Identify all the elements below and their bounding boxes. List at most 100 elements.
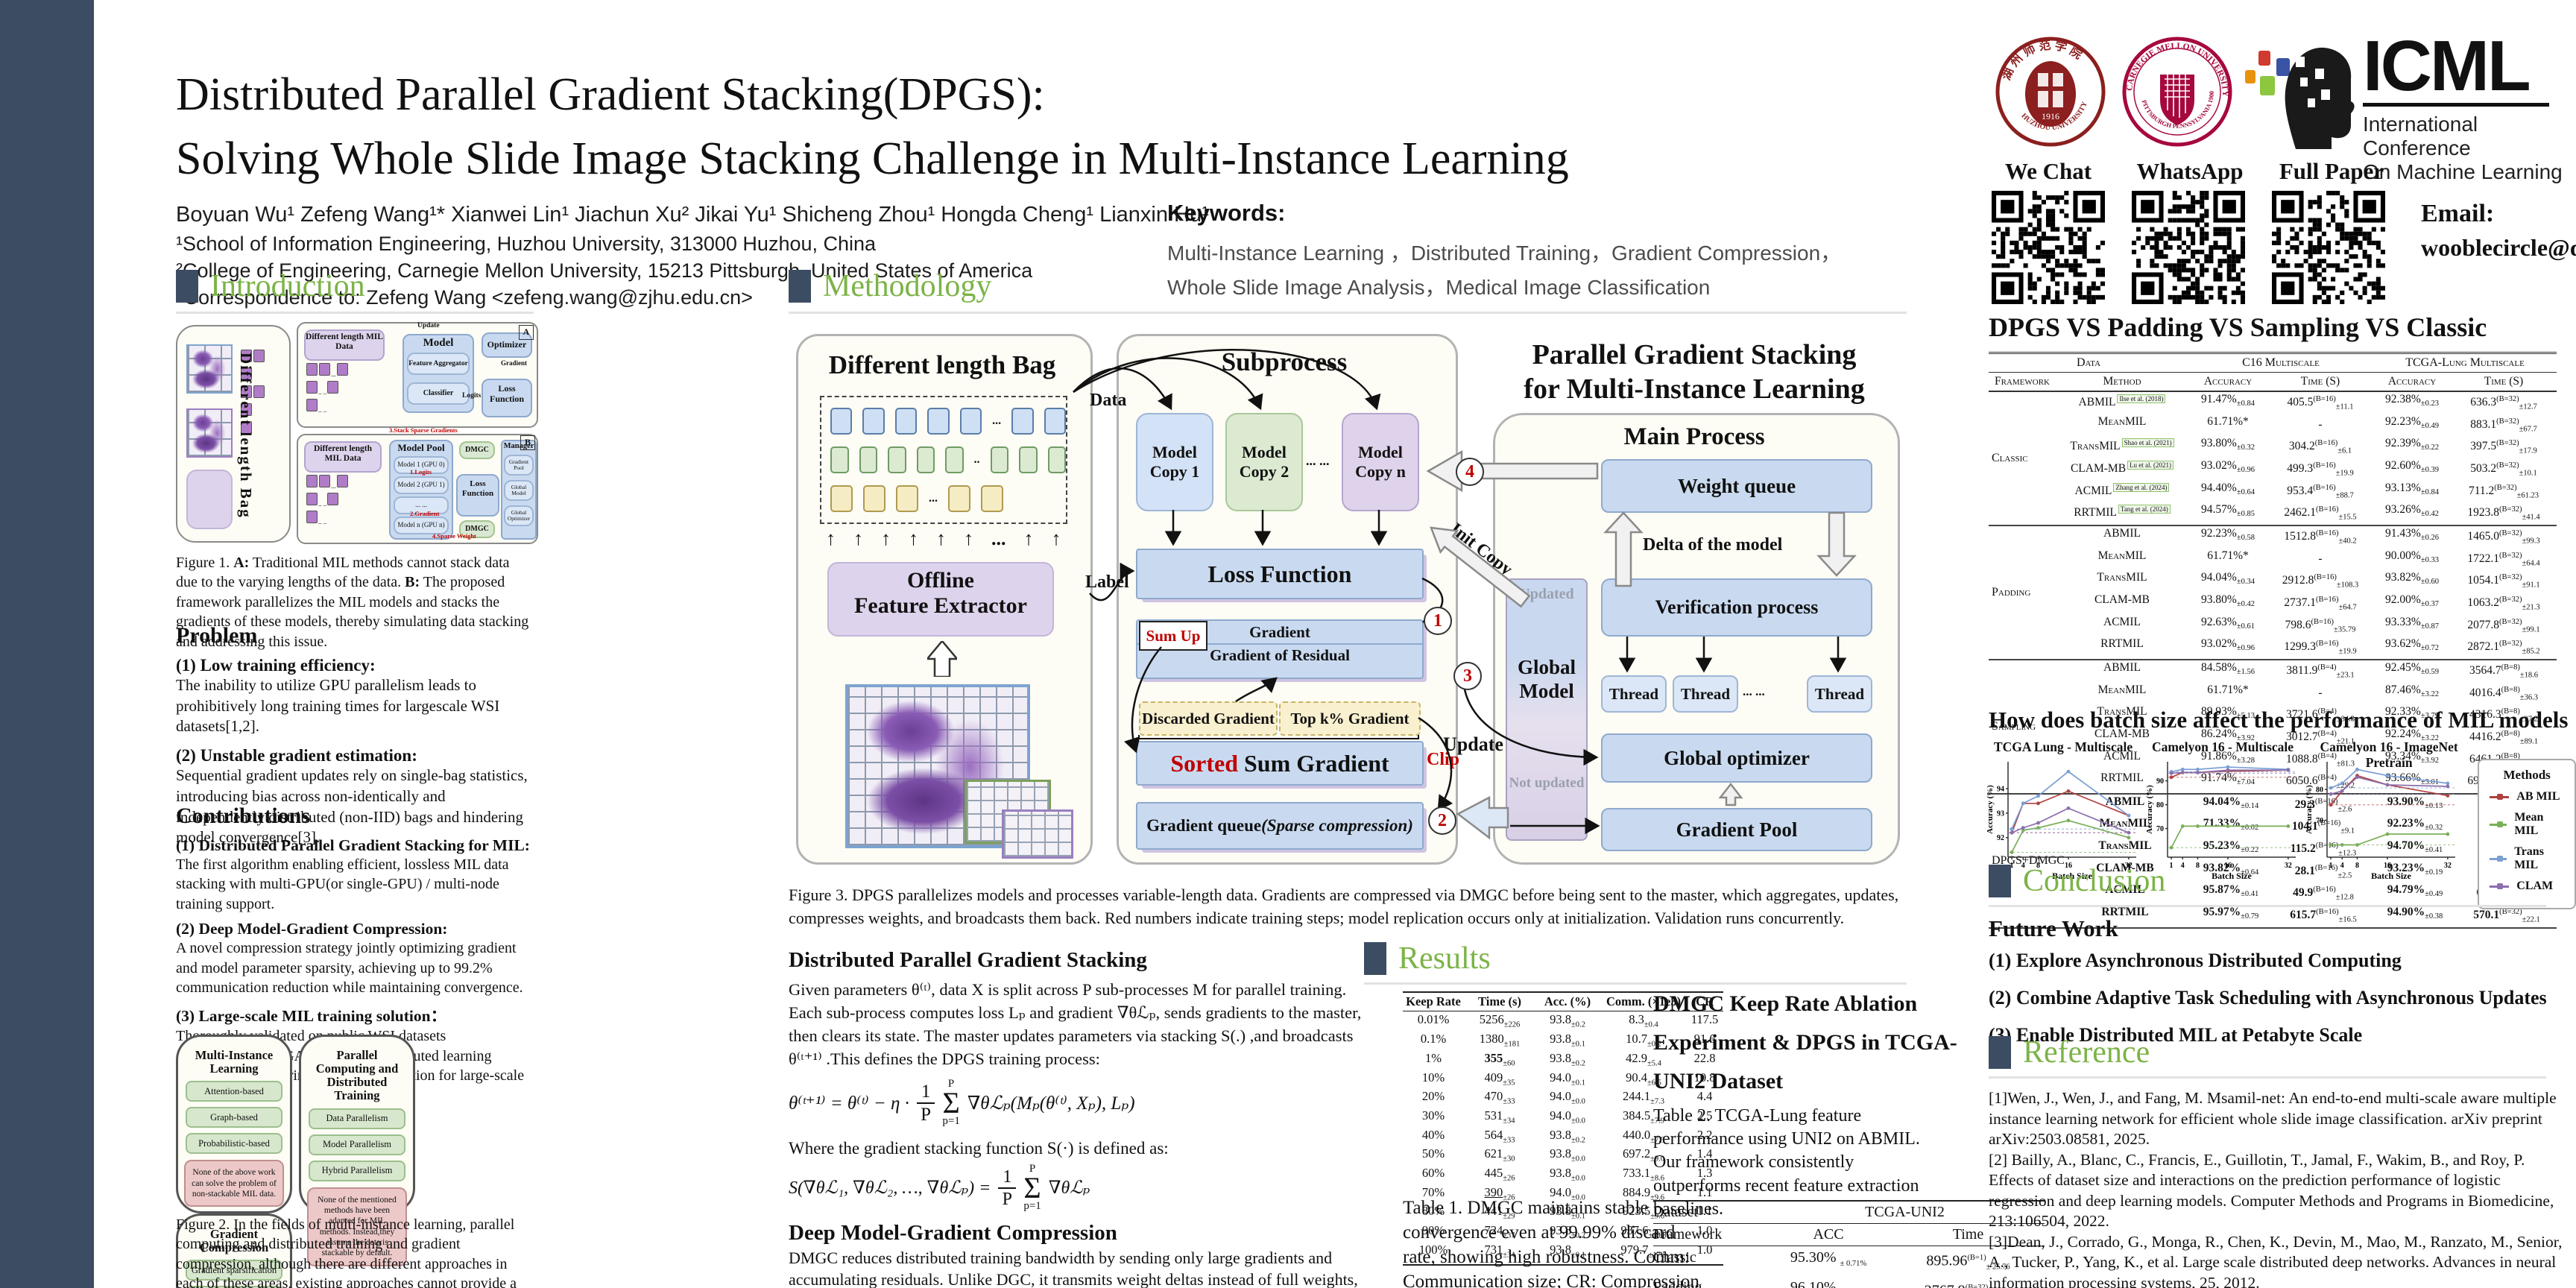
gradient-queue-stack: Gradient queue(Sparse compression) <box>1136 802 1427 853</box>
limitation-note: None of the mentioned methods have been … <box>307 1187 407 1266</box>
svg-text:80: 80 <box>2316 786 2323 795</box>
contributions-title: Contributions <box>176 804 311 828</box>
section-marker <box>176 270 198 303</box>
comm-cell: 733.1±8.6 <box>1622 1166 1664 1183</box>
fullpaper-qr-code <box>2272 191 2385 304</box>
ablation-heading-2: Experiment & DPGS in TCGA- <box>1653 1030 1957 1055</box>
legend-title: Methods <box>2503 768 2551 782</box>
svg-text:16: 16 <box>2065 862 2072 870</box>
future-work-item: (3) Enable Distributed MIL at Petabyte S… <box>1989 1024 2363 1046</box>
acc1-cell: 94.04%±0.34 <box>2201 571 2255 587</box>
acc1-cell: 94.57%±0.85 <box>2201 503 2255 519</box>
acc2-cell: 94.79%±0.49 <box>2387 883 2443 899</box>
col-header: CR <box>1696 994 1714 1008</box>
cr-cell: 22.8 <box>1693 1050 1716 1065</box>
col-c16: C16 Multiscale <box>2242 356 2320 369</box>
where-text: Where the gradient stacking function S(·… <box>789 1139 1169 1158</box>
sparse-compression-note: (Sparse compression) <box>1261 816 1413 835</box>
page-title-line1: Distributed Parallel Gradient Stacking(D… <box>176 69 1045 120</box>
method-cell: TransMIL <box>2097 705 2147 719</box>
not-updated-chip: Not updated <box>1509 774 1585 791</box>
keep-rate-cell: 20% <box>1421 1089 1445 1104</box>
time2-cell: 883.1(B=32)±67.7 <box>2470 417 2537 433</box>
cr-cell: 4.4 <box>1696 1089 1713 1104</box>
svg-text:80: 80 <box>2156 801 2164 809</box>
model-copy-2: Model Copy 2 <box>1225 413 1303 511</box>
cmu-logo: CARNEGIE MELLON UNIVERSITY PITTSBURGH PE… <box>2121 36 2233 148</box>
section-title: Results <box>1398 941 1491 976</box>
gradient-label: Gradient <box>501 359 527 367</box>
table-row: ACMIL 92.63%±0.61 798.6(B=16)±35.79 93.3… <box>2056 615 2557 637</box>
time1-cell: 615.7(B=16)±16.5 <box>2290 908 2357 924</box>
cr-cell: 117.5 <box>1690 1012 1719 1027</box>
table-2-body: Classic 95.30% ± 0.71% 895.96(B=1)± 25.7… <box>1653 1246 2045 1288</box>
keep-rate-cell: 0.01% <box>1417 1012 1450 1027</box>
time1-cell: 29.3(B=16)±2.6 <box>2294 797 2352 814</box>
feature-aggregator: Feature Aggregator <box>407 353 470 375</box>
section-marker <box>789 270 811 303</box>
svg-text:70: 70 <box>2156 825 2164 833</box>
dpgs-body: Given parameters θ⁽ᵗ⁾, data X is split a… <box>789 980 1362 1069</box>
svg-text:32: 32 <box>2285 862 2292 870</box>
time2-cell: 4016.4(B=8)±36.3 <box>2469 685 2538 701</box>
method-cell: MeanMIL <box>2097 683 2147 696</box>
svg-text:4: 4 <box>2340 862 2344 870</box>
reference-item: [1]Wen, J., Wen, J., and Fang, M. Msamil… <box>1989 1089 2557 1149</box>
svg-text:Accuracy (%): Accuracy (%) <box>2145 785 2154 834</box>
comm-cell: 440.0±7.5 <box>1622 1127 1664 1144</box>
manager-item: Gradient Pool <box>504 455 534 476</box>
keywords-label: Keywords: <box>1167 200 1286 226</box>
acc2-cell: 92.39%±0.22 <box>2385 437 2439 452</box>
loss-function-box: Loss Function <box>482 379 532 417</box>
table-row: 1% 355±60 93.8±0.2 42.9±5.4 22.8 <box>1403 1050 1723 1071</box>
acc2-cell: 87.46%±3.22 <box>2385 683 2439 698</box>
table-row: TransMIL 89.93%±5.13 3721.6(B=4)±84.3 92… <box>2056 704 2557 727</box>
acc2-cell: 92.45%±0.59 <box>2385 660 2439 676</box>
formula1-lhs: θ⁽ᵗ⁺¹⁾ = θ⁽ᵗ⁾ − η · <box>789 1093 909 1114</box>
time-cell: 621±30 <box>1484 1146 1515 1164</box>
col-header: Framework <box>1653 1226 1723 1243</box>
problem-item-head: (2) Unstable gradient estimation: <box>176 746 417 765</box>
keep-rate-cell: 50% <box>1421 1146 1445 1161</box>
acc2-cell: 93.34%±3.92 <box>2385 749 2439 765</box>
acc-cell: 94.0±0.0 <box>1550 1108 1585 1126</box>
comparison-group: DPGS+DMGC ABMIL 94.04%±0.14 29.3(B=16)±2… <box>1989 795 2557 929</box>
table-row: Classic 95.30% ± 0.71% 895.96(B=1)± 25.7… <box>1653 1248 2045 1278</box>
time1-cell: 3811.9(B=4)±23.1 <box>2286 663 2355 680</box>
acc2-cell: 93.23%±0.19 <box>2387 861 2443 877</box>
huzhou-year: 1916 <box>2042 111 2059 121</box>
icml-line1: International Conference <box>2363 113 2478 160</box>
keep-rate-cell: 90% <box>1421 1223 1445 1238</box>
time1-cell: 953.4(B=16)±88.7 <box>2287 483 2354 499</box>
section-title: Introduction <box>210 269 365 303</box>
time-cell: 531±34 <box>1484 1108 1515 1126</box>
global-model-box: Updated Global Model Not updated <box>1506 578 1588 841</box>
time2-cell: 3564.7(B=8)±18.6 <box>2469 663 2538 680</box>
col-accuracy: Accuracy <box>2203 375 2253 388</box>
model-copy-1: Model Copy 1 <box>1136 413 1213 511</box>
method-cell: MeanMIL <box>2099 817 2151 830</box>
acc2-cell: 92.24%±3.22 <box>2385 727 2439 742</box>
data-label: Data <box>1090 391 1127 410</box>
acc1-cell: 92.23%±0.58 <box>2201 526 2255 543</box>
legend-label: AB MIL <box>2516 790 2560 803</box>
legend-marker <box>2490 793 2510 800</box>
time-cell: 441±29 <box>1484 1204 1515 1221</box>
acc1-cell: 93.80%±0.32 <box>2201 437 2255 452</box>
acc-cell: 96.10% ± 0.65% <box>1790 1278 1837 1288</box>
wsi-thumbnail <box>186 344 233 394</box>
acc2-cell: 92.23%±0.49 <box>2385 414 2439 430</box>
sigma-top: P <box>947 1078 955 1090</box>
figure-3: Different length Bag ... .. ... ↑↑↑↑↑↑..… <box>789 325 1907 869</box>
loss-function-box: Loss Function <box>456 474 499 517</box>
frac-den: P <box>1002 1189 1012 1209</box>
time2-cell: 503.2(B=32)±10.1 <box>2470 461 2537 478</box>
offline-label-2: Feature Extractor <box>854 593 1027 618</box>
gradient-pool-box: Gradient Pool <box>1601 808 1872 851</box>
discarded-gradient-box: Discarded Gradient <box>1139 701 1278 736</box>
acc1-cell: 93.82%±0.64 <box>2203 861 2259 877</box>
chart-title: Camelyon 16 - Multiscale <box>2151 739 2294 754</box>
legend-label: Trans MIL <box>2514 845 2544 871</box>
svg-text:70: 70 <box>2316 817 2323 825</box>
